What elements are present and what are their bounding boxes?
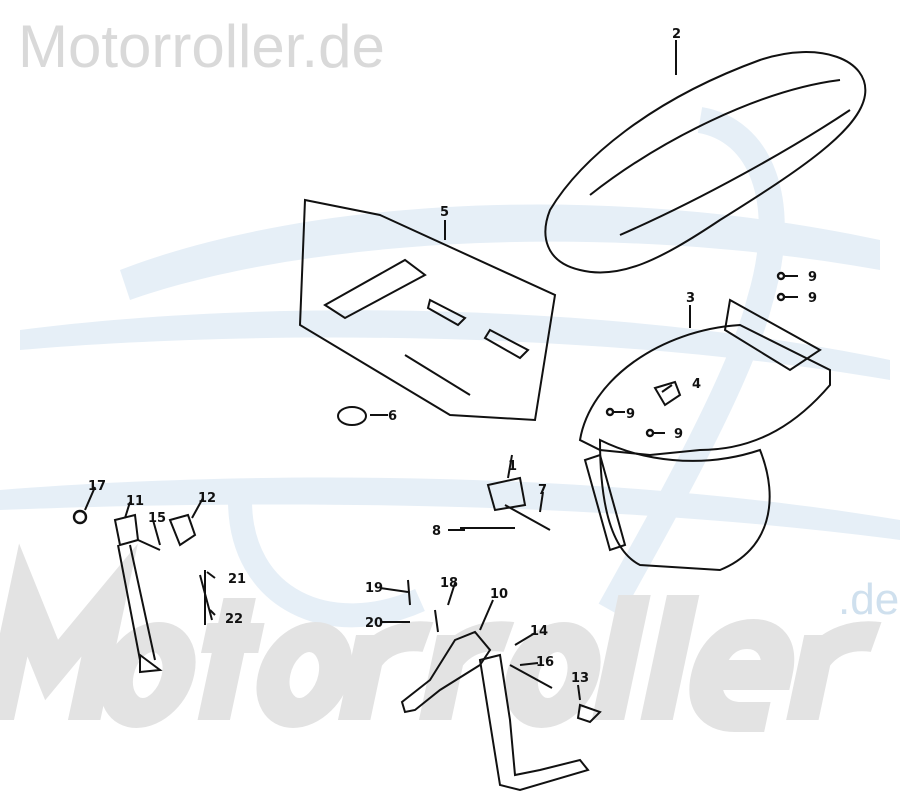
callout-label: 9 (808, 291, 817, 306)
callout-label: 17 (88, 479, 106, 494)
watermark-logo-text: Motorroller.de (18, 13, 385, 80)
callout-label: 3 (686, 291, 695, 306)
callout-label: 7 (538, 483, 547, 498)
callout-label: 14 (530, 624, 548, 639)
seat-part (544, 51, 867, 274)
callout-label: 19 (365, 581, 383, 596)
callout-label: 10 (490, 587, 508, 602)
storage-box-part (578, 298, 831, 572)
callout-label: 18 (440, 576, 458, 591)
callout-label: 6 (388, 409, 397, 424)
side-stand-part (72, 509, 213, 674)
callout-label: 9 (674, 427, 683, 442)
callout-label: 8 (432, 524, 441, 539)
callout-label: 2 (672, 27, 681, 42)
callout-label: 5 (440, 205, 449, 220)
callout-label: 21 (228, 572, 246, 587)
callout-label: 4 (692, 377, 701, 392)
main-stand-part (400, 579, 602, 792)
callout-label: 22 (225, 612, 243, 627)
bracket-part (486, 476, 527, 512)
tool-kit-part (298, 198, 557, 426)
callout-label: 13 (571, 671, 589, 686)
callout-label: 16 (536, 655, 554, 670)
watermark-suffix: .de (838, 575, 900, 624)
callout-label: 20 (365, 616, 383, 631)
callout-label: 15 (148, 511, 166, 526)
callout-label: 12 (198, 491, 216, 506)
callout-label: 1 (508, 459, 517, 474)
callout-label: 9 (626, 407, 635, 422)
callout-label: 9 (808, 270, 817, 285)
callout-label: 11 (126, 494, 144, 509)
bolt-part (460, 504, 551, 531)
